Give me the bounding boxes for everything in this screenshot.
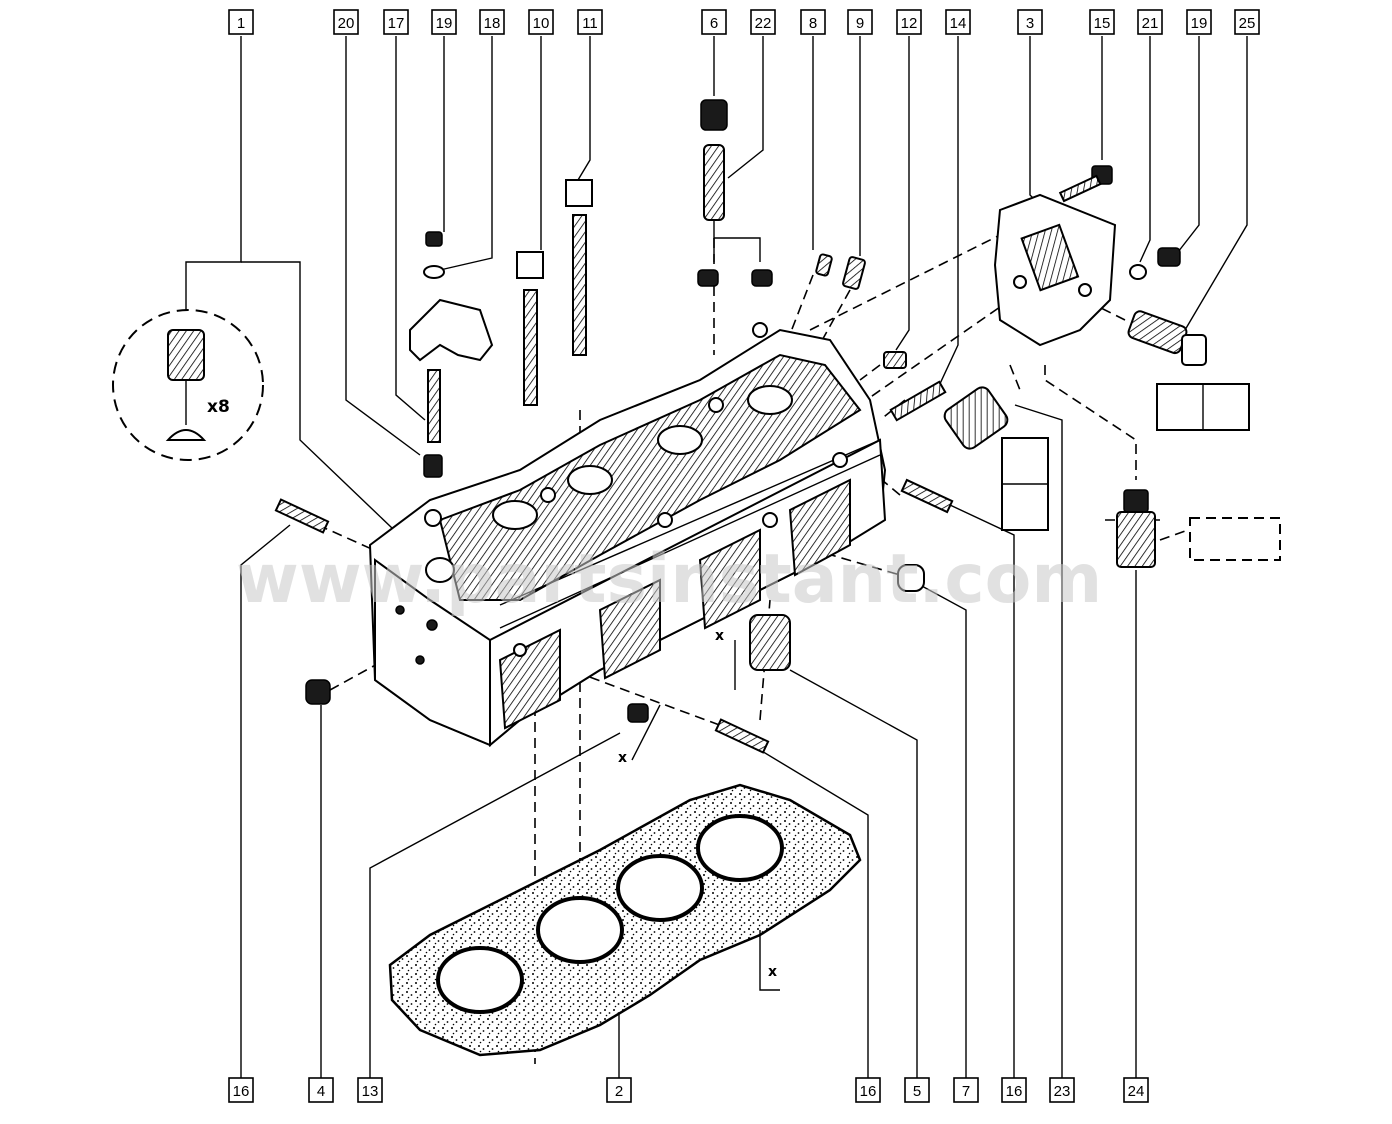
callout-label: 25 bbox=[1239, 15, 1256, 32]
callout-label: 17 bbox=[388, 15, 405, 32]
callout-label: 22 bbox=[755, 15, 772, 32]
callout-label: 10 bbox=[533, 15, 550, 32]
callouts-top: 1 20 17 19 18 10 11 6 22 8 9 12 14 3 15 … bbox=[228, 9, 1260, 35]
callout-top-5: 18 bbox=[479, 9, 505, 35]
callout-bottom-5: 16 bbox=[855, 1077, 881, 1103]
callout-label: 7 bbox=[962, 1083, 970, 1100]
callout-label: 1 bbox=[237, 15, 245, 32]
cylinder-head bbox=[368, 322, 887, 748]
callout-label: 9 bbox=[856, 15, 864, 32]
callout-label: 6 bbox=[710, 15, 718, 32]
callout-top-15: 15 bbox=[1089, 9, 1115, 35]
watermark-text: www.partsinstant.com bbox=[236, 540, 1102, 619]
callout-label: 19 bbox=[436, 15, 453, 32]
callout-label: 13 bbox=[362, 1083, 379, 1100]
callout-label: 15 bbox=[1094, 15, 1111, 32]
callout-bottom-4: 2 bbox=[606, 1077, 632, 1103]
head-gasket bbox=[388, 783, 862, 1057]
callout-label: 11 bbox=[582, 15, 598, 32]
callout-top-17: 19 bbox=[1186, 9, 1212, 35]
callout-bottom-8: 16 bbox=[1001, 1077, 1027, 1103]
callout-top-11: 9 bbox=[847, 9, 873, 35]
callout-top-16: 21 bbox=[1137, 9, 1163, 35]
valve-detail: x8 bbox=[112, 309, 264, 461]
callout-top-12: 12 bbox=[896, 9, 922, 35]
tolerance-marks: x x x bbox=[618, 628, 780, 991]
tolerance-mark-gasket: x bbox=[768, 964, 777, 980]
callout-label: 2 bbox=[615, 1083, 623, 1100]
callout-label: 19 bbox=[1191, 15, 1208, 32]
callout-top-6: 10 bbox=[528, 9, 554, 35]
callout-bottom-9: 23 bbox=[1049, 1077, 1075, 1103]
callout-top-7: 11 bbox=[577, 9, 603, 35]
valve-quantity-label: x8 bbox=[207, 397, 230, 417]
callout-label: 23 bbox=[1054, 1083, 1071, 1100]
callout-label: 14 bbox=[950, 15, 967, 32]
callout-bottom-6: 5 bbox=[904, 1077, 930, 1103]
callout-bottom-10: 24 bbox=[1123, 1077, 1149, 1103]
small-parts bbox=[274, 99, 1281, 754]
tolerance-mark-upper: x bbox=[715, 628, 724, 644]
callout-label: 20 bbox=[338, 15, 355, 32]
callout-label: 8 bbox=[809, 15, 817, 32]
callout-top-8: 6 bbox=[701, 9, 727, 35]
callout-bottom-1: 16 bbox=[228, 1077, 254, 1103]
callout-top-9: 22 bbox=[750, 9, 776, 35]
callout-label: 3 bbox=[1026, 15, 1034, 32]
callout-label: 16 bbox=[233, 1083, 250, 1100]
callout-label: 16 bbox=[860, 1083, 877, 1100]
callout-top-13: 14 bbox=[945, 9, 971, 35]
callout-bottom-2: 4 bbox=[308, 1077, 334, 1103]
callout-label: 16 bbox=[1006, 1083, 1023, 1100]
callout-top-18: 25 bbox=[1234, 9, 1260, 35]
callout-top-10: 8 bbox=[800, 9, 826, 35]
callout-label: 21 bbox=[1142, 15, 1159, 32]
callout-label: 5 bbox=[913, 1083, 921, 1100]
callout-top-14: 3 bbox=[1017, 9, 1043, 35]
callout-top-3: 17 bbox=[383, 9, 409, 35]
tolerance-mark-middle: x bbox=[618, 750, 627, 766]
callout-bottom-3: 13 bbox=[357, 1077, 383, 1103]
callouts-bottom: 16 4 13 2 16 5 7 16 23 24 bbox=[228, 1077, 1149, 1103]
callout-label: 12 bbox=[901, 15, 918, 32]
callout-top-1: 1 bbox=[228, 9, 254, 35]
callout-label: 18 bbox=[484, 15, 501, 32]
callout-label: 4 bbox=[317, 1083, 325, 1100]
callout-label: 24 bbox=[1128, 1083, 1145, 1100]
callout-top-2: 20 bbox=[333, 9, 359, 35]
callout-top-4: 19 bbox=[431, 9, 457, 35]
callout-bottom-7: 7 bbox=[953, 1077, 979, 1103]
